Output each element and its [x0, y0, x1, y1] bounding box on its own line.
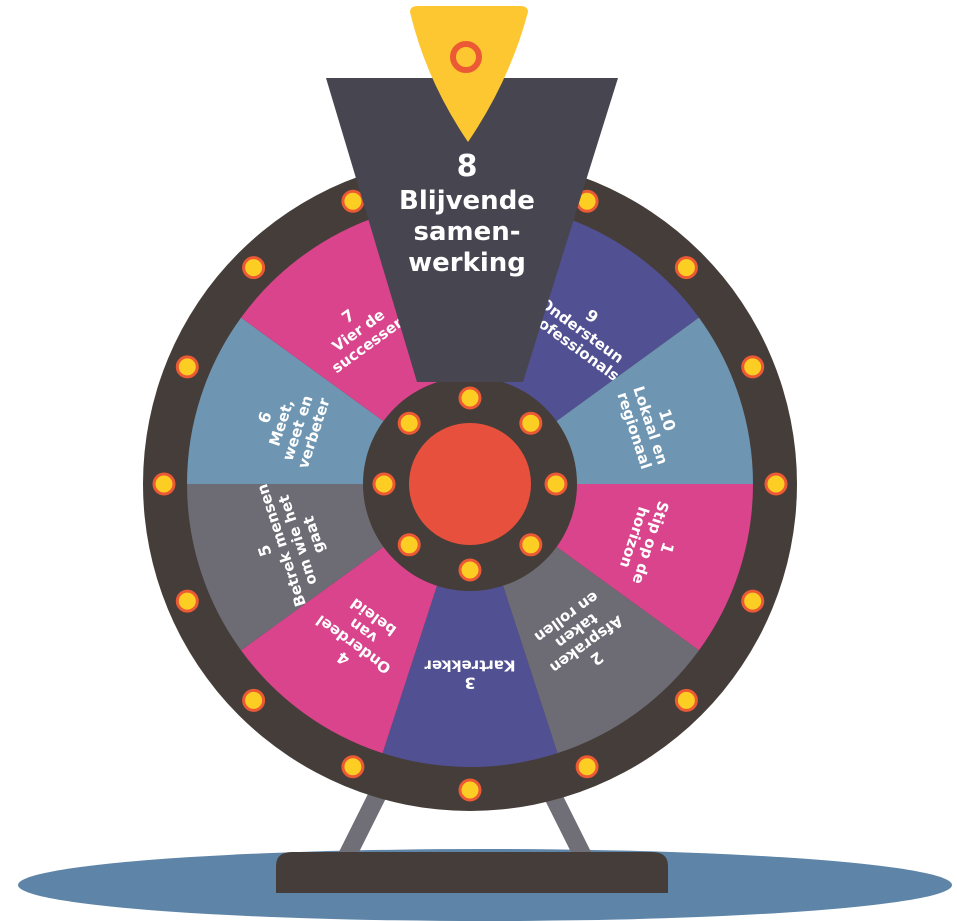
frame-bulb-icon — [341, 755, 365, 779]
segment-2 — [500, 542, 699, 754]
frame-bulb-icon — [575, 755, 599, 779]
segment-1 — [550, 484, 753, 651]
selected-number: 8 — [457, 149, 478, 184]
hub-bulb-icon — [458, 386, 482, 410]
frame-bulb-icon — [741, 355, 765, 379]
hub-bulb-icon — [397, 533, 421, 557]
hub-bulb-icon — [458, 558, 482, 582]
frame-bulb-icon — [674, 256, 698, 280]
selected-line-1: Blijvende — [399, 186, 535, 216]
frame-bulb-icon — [341, 189, 365, 213]
hub-bulb-icon — [544, 472, 568, 496]
segment-4 — [241, 542, 440, 754]
hub-bulb-icon — [519, 533, 543, 557]
frame-bulb-icon — [242, 256, 266, 280]
segment-10 — [550, 317, 753, 484]
segment-text: Kartrekker — [424, 656, 516, 674]
hub-bulbs — [372, 386, 568, 582]
frame-bulb-icon — [741, 589, 765, 613]
hub-bulb-icon — [372, 472, 396, 496]
frame-bulb-icon — [152, 472, 176, 496]
hub-bulb-icon — [397, 411, 421, 435]
frame-bulb-icon — [175, 355, 199, 379]
stand-base — [276, 852, 668, 893]
segment-5 — [187, 484, 390, 651]
segment-number: 1 — [656, 540, 678, 556]
segment-number: 3 — [464, 673, 475, 692]
hub-bulb-icon — [519, 411, 543, 435]
pointer-ring-icon — [450, 41, 482, 73]
frame-bulb-icon — [242, 688, 266, 712]
frame-bulb-icon — [458, 778, 482, 802]
segment-number: 6 — [254, 409, 276, 425]
selected-line-3: werking — [408, 248, 526, 278]
selected-line-2: samen- — [413, 217, 520, 247]
frame-bulb-icon — [674, 688, 698, 712]
selected-segment-label: 8 Blijvende samen- werking — [399, 149, 535, 278]
frame-bulbs — [152, 189, 788, 802]
frame-bulb-icon — [764, 472, 788, 496]
segment-3 — [382, 579, 558, 767]
pointer-top-tab — [410, 6, 528, 142]
wheel-hub-center — [409, 423, 531, 545]
selected-segment-pointer — [326, 78, 618, 382]
segment-6 — [187, 317, 390, 484]
segment-number: 5 — [254, 542, 276, 558]
frame-bulb-icon — [175, 589, 199, 613]
